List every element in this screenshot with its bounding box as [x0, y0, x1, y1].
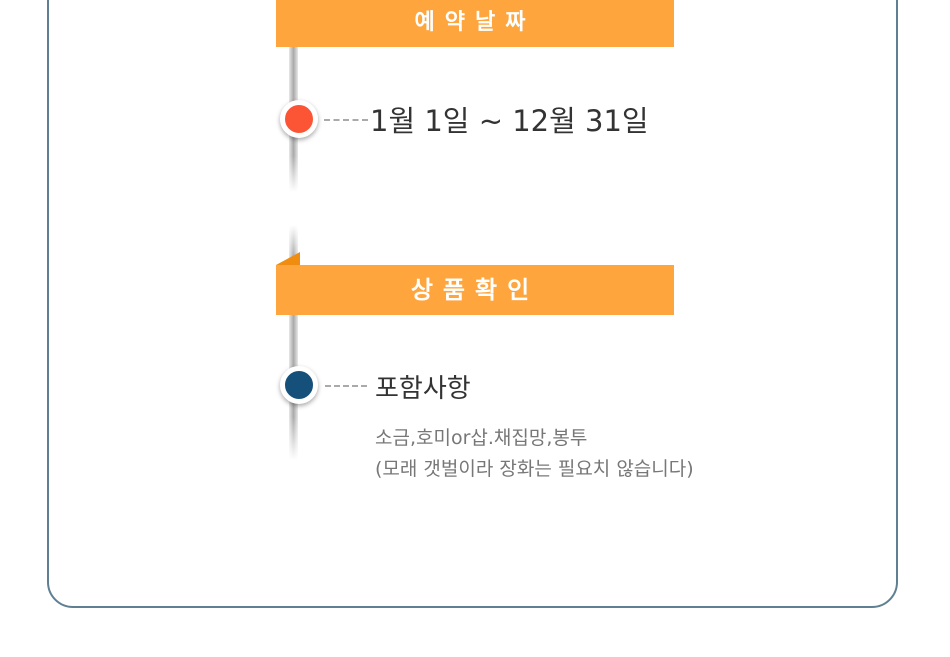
timeline-line — [289, 225, 298, 265]
section-header-product-check: 상품확인 — [276, 265, 674, 315]
inclusions-note: (모래 갯벌이라 장화는 필요치 않습니다) — [375, 458, 694, 480]
inclusions-heading: 포함사항 — [375, 374, 471, 404]
banner-fold — [276, 252, 300, 265]
content-card — [47, 0, 898, 608]
timeline-dot-orange — [280, 100, 318, 138]
section-header-reservation-date: 예약날짜 — [276, 0, 674, 47]
dashed-connector — [324, 119, 368, 121]
reservation-date-range: 1월 1일 ~ 12월 31일 — [370, 104, 649, 138]
inclusions-items: 소금,호미or삽.채집망,봉투 — [375, 427, 588, 449]
timeline-dot-navy — [280, 366, 318, 404]
dashed-connector — [325, 385, 367, 387]
